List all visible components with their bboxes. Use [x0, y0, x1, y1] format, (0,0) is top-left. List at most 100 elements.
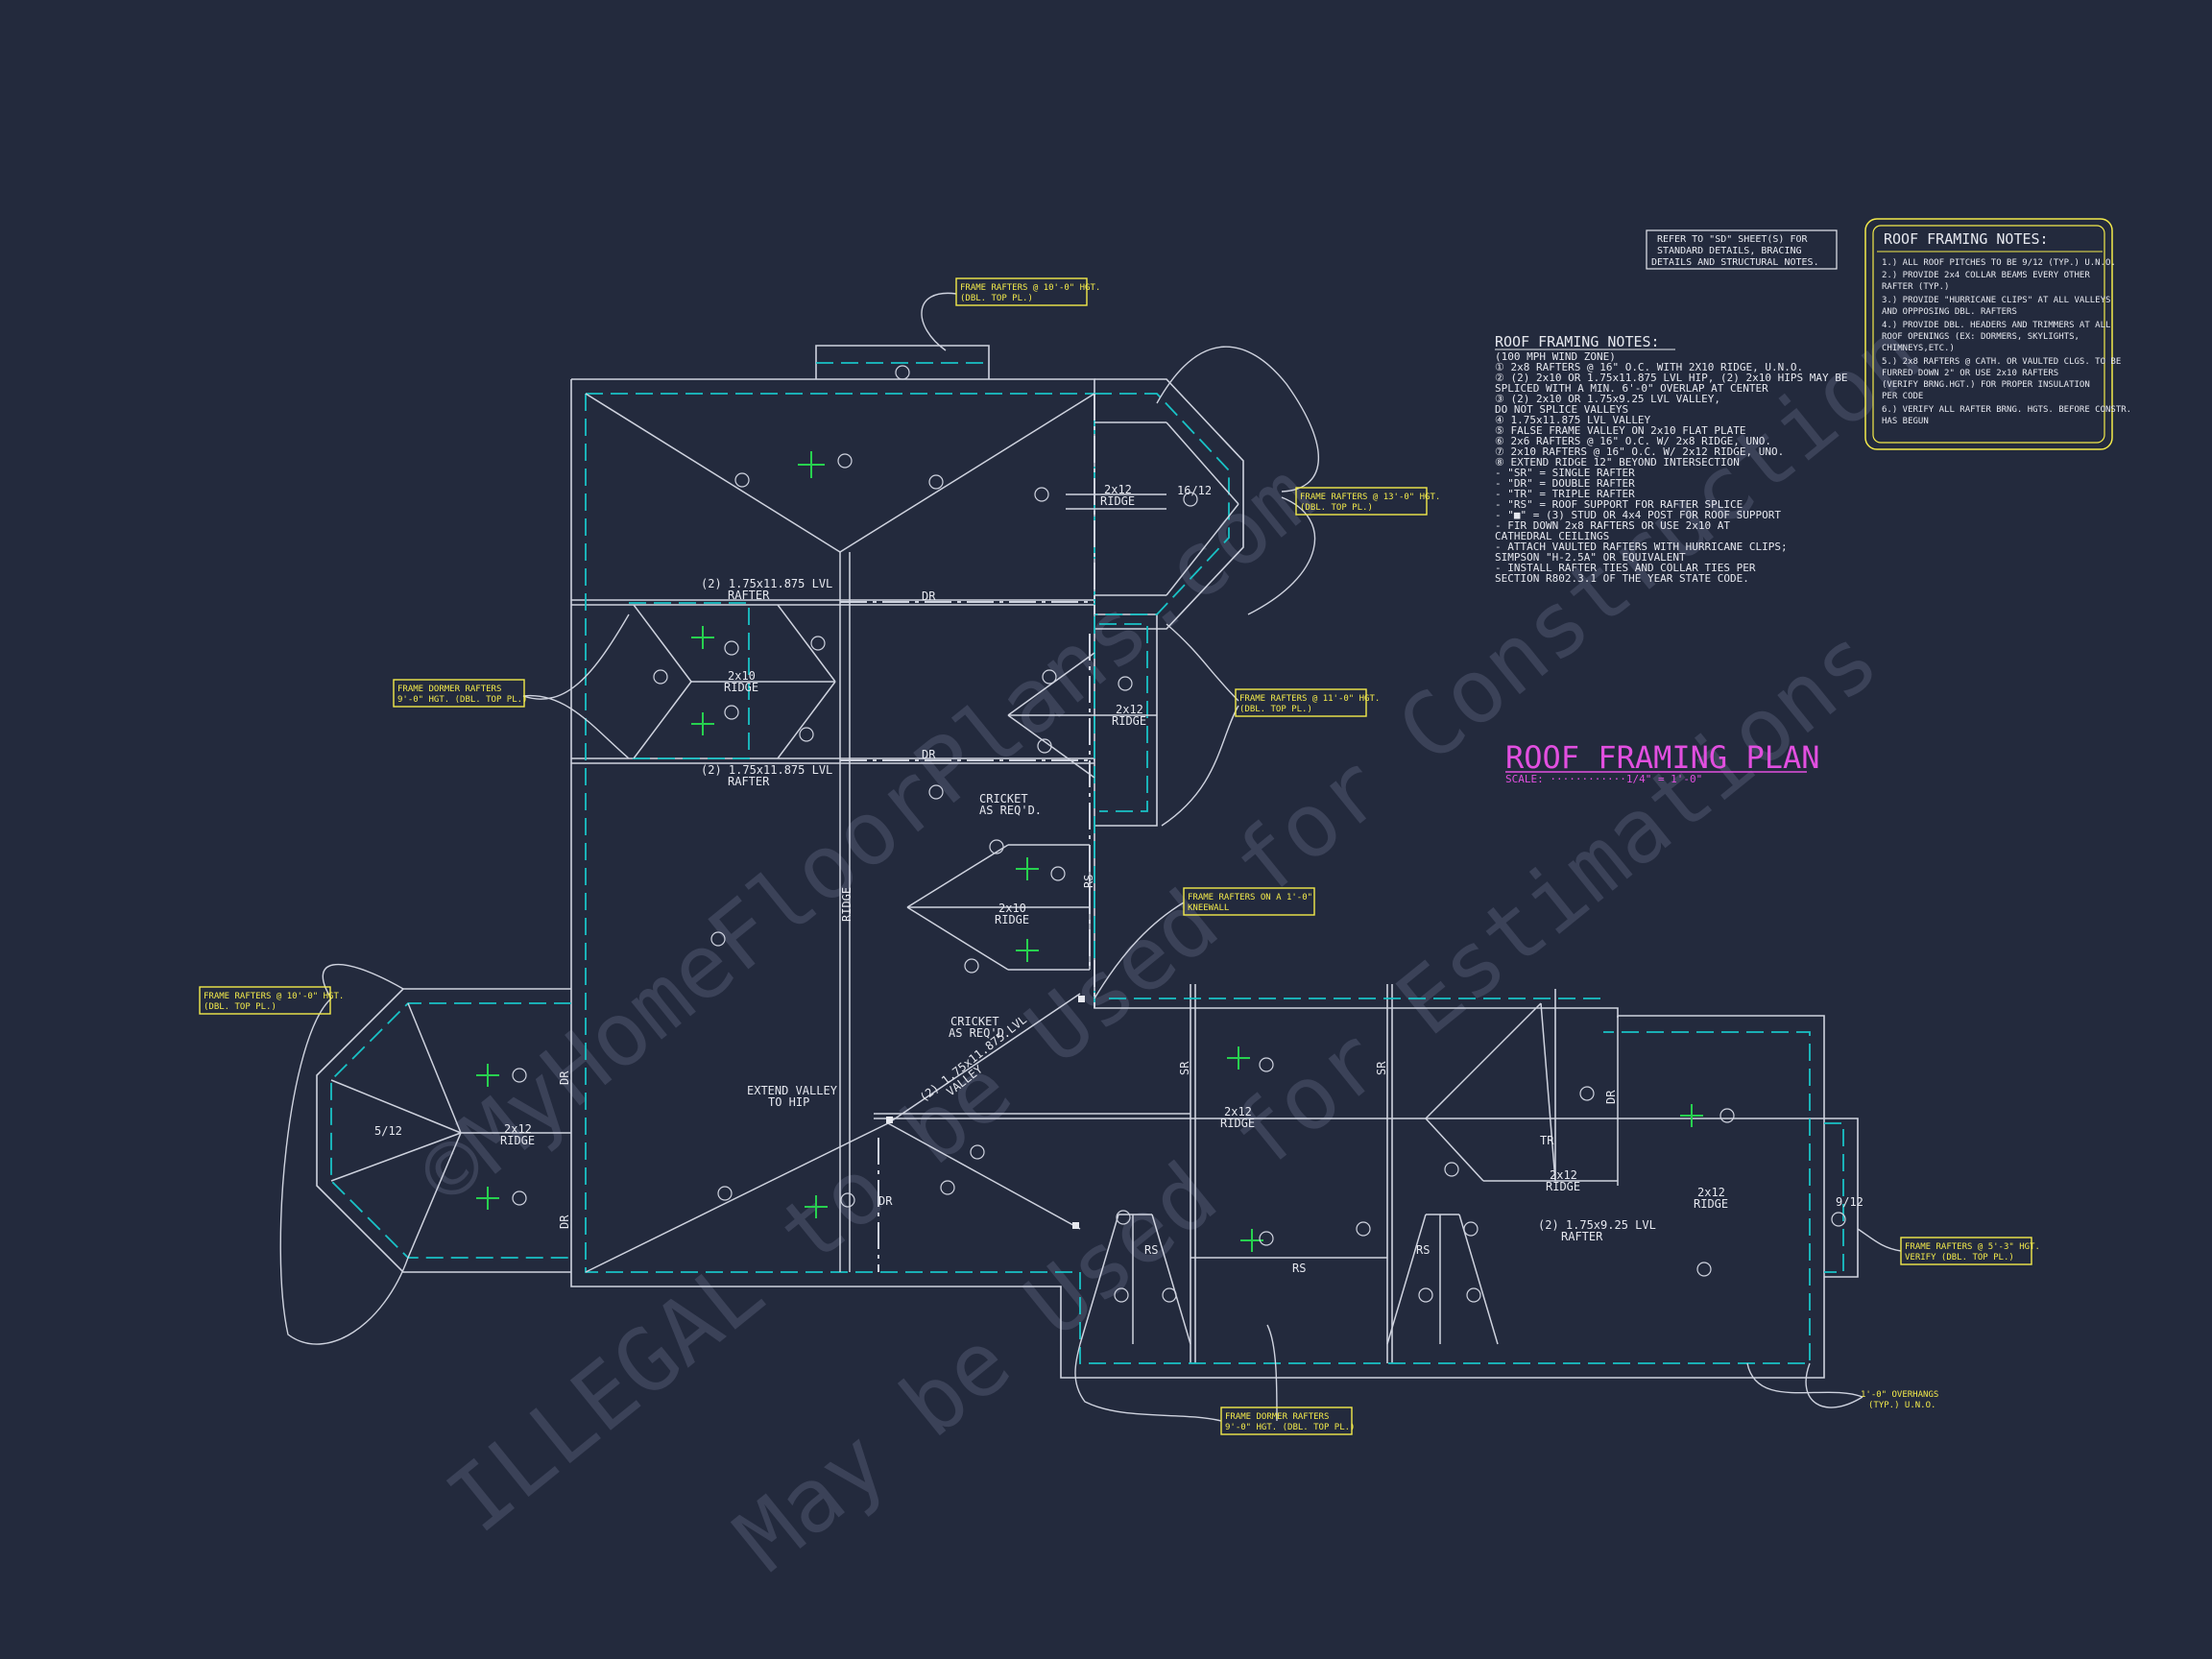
label-lvl-925: (2) 1.75x9.25 LVL	[1538, 1218, 1656, 1232]
label-dr-mid: DR	[922, 748, 936, 761]
notes-right-line: RAFTER (TYP.)	[1882, 282, 1949, 292]
notes-right-title: ROOF FRAMING NOTES:	[1884, 230, 2049, 248]
callout-line-2: 9'-0" HGT. (DBL. TOP PL.)	[397, 695, 527, 705]
label-rs-vertical: RS	[1082, 875, 1095, 888]
label-ridge-mid: RIDGE	[1112, 714, 1146, 728]
label-2x12-west: 2x12	[504, 1122, 532, 1136]
notes-left-line: CATHEDRAL CEILINGS	[1495, 530, 1609, 542]
notes-right-line: AND OPPPOSING DBL. RAFTERS	[1882, 307, 2017, 317]
refer-line: DETAILS AND STRUCTURAL NOTES.	[1651, 257, 1819, 268]
notes-left-line: - INSTALL RAFTER TIES AND COLLAR TIES PE…	[1495, 562, 1756, 574]
leader-lines	[279, 292, 1902, 1422]
notes-left-line: - "DR" = DOUBLE RAFTER	[1495, 477, 1635, 490]
callout-line-1: FRAME RAFTERS @ 11'-0" HGT.	[1239, 694, 1380, 704]
notes-left-line: - ATTACH VAULTED RAFTERS WITH HURRICANE …	[1495, 541, 1788, 553]
notes-left-line: ④ 1.75x11.875 LVL VALLEY	[1495, 414, 1651, 426]
callout-line-2: (DBL. TOP PL.)	[204, 1002, 276, 1012]
label-dr-west-1: DR	[558, 1070, 571, 1085]
label-rafter-bottom: RAFTER	[728, 775, 770, 788]
label-ridge-center: RIDGE	[1220, 1117, 1255, 1130]
label-sr-1: SR	[1178, 1061, 1191, 1075]
roof-framing-notes-general: ROOF FRAMING NOTES: (100 MPH WIND ZONE) …	[1495, 333, 1847, 585]
notes-right-line: 3.) PROVIDE "HURRICANE CLIPS" AT ALL VAL…	[1882, 296, 2110, 305]
notes-left-line: ③ (2) 2x10 OR 1.75x9.25 LVL VALLEY,	[1495, 393, 1720, 405]
label-lvl-bottom: (2) 1.75x11.875 LVL	[701, 763, 832, 777]
label-ridge-east-wing: RIDGE	[1694, 1197, 1728, 1211]
label-lvl-top: (2) 1.75x11.875 LVL	[701, 577, 832, 590]
notes-left-line: - "■" = (3) STUD OR 4x4 POST FOR ROOF SU…	[1495, 509, 1781, 521]
double-rafter-lines	[840, 394, 1095, 1272]
callout-line-2: 9'-0" HGT. (DBL. TOP PL.)	[1225, 1423, 1355, 1432]
label-rs-right: RS	[1416, 1243, 1430, 1257]
label-2x12-east-wing: 2x12	[1697, 1186, 1725, 1199]
notes-right-line: (VERIFY BRNG.HGT.) FOR PROPER INSULATION	[1882, 380, 2090, 390]
notes-right-line: 6.) VERIFY ALL RAFTER BRNG. HGTS. BEFORE…	[1882, 405, 2131, 415]
callout-dormer-south: FRAME DORMER RAFTERS 9'-0" HGT. (DBL. TO…	[1220, 1407, 1355, 1435]
label-dr-top: DR	[922, 589, 936, 603]
label-cricket-2b: AS REQ'D.	[949, 1026, 1011, 1040]
callout-line-1: FRAME RAFTERS @ 5'-3" HGT.	[1905, 1242, 2040, 1252]
label-2x12-mid: 2x12	[1116, 703, 1143, 716]
label-2x12-garage: 2x12	[1550, 1168, 1577, 1182]
callout-overhangs: 1'-0" OVERHANGS (TYP.) U.N.O.	[1861, 1390, 1938, 1410]
label-2x12-center: 2x12	[1224, 1105, 1252, 1118]
notes-left-line: (100 MPH WIND ZONE)	[1495, 350, 1616, 363]
label-dr-garage: DR	[1604, 1090, 1618, 1104]
callout-west-bay: FRAME RAFTERS @ 10'-0" HGT. (DBL. TOP PL…	[199, 986, 344, 1015]
label-cricket-1b: AS REQ'D.	[979, 804, 1042, 817]
notes-left-line: ⑦ 2x10 RAFTERS @ 16" O.C. W/ 2x12 RIDGE,…	[1495, 445, 1784, 458]
callout-line-1: FRAME RAFTERS @ 13'-0" HGT.	[1300, 493, 1440, 502]
callout-east-mid: FRAME RAFTERS @ 11'-0" HGT. (DBL. TOP PL…	[1235, 688, 1380, 717]
notes-right-line: 1.) ALL ROOF PITCHES TO BE 9/12 (TYP.) U…	[1882, 258, 2116, 268]
label-dr-south: DR	[878, 1194, 893, 1208]
label-sr-2: SR	[1375, 1061, 1388, 1075]
notes-left-title: ROOF FRAMING NOTES:	[1495, 333, 1660, 350]
label-ridge-vertical: RIDGE	[840, 887, 854, 922]
notes-left-line: ⑥ 2x6 RAFTERS @ 16" O.C. W/ 2x8 RIDGE, U…	[1495, 435, 1771, 447]
callout-line-1: FRAME RAFTERS ON A 1'-0"	[1188, 893, 1312, 902]
callout-line-1: 1'-0" OVERHANGS	[1861, 1390, 1938, 1400]
label-rafter-top: RAFTER	[728, 589, 770, 602]
label-dr-west-2: DR	[558, 1214, 571, 1229]
label-ridge-west: RIDGE	[500, 1134, 535, 1147]
notes-left-line: SECTION R802.3.1 OF THE YEAR STATE CODE.	[1495, 572, 1749, 585]
notes-left-line: SIMPSON "H-2.5A" OR EQUIVALENT	[1495, 551, 1686, 564]
plan-scale: SCALE: ············1/4" = 1'-0"	[1505, 773, 1702, 785]
watermark-line-1: ©MyHomeFloorPlans.com	[400, 444, 1333, 1226]
callout-line-2: (DBL. TOP PL.)	[960, 294, 1033, 303]
notes-left-line: - "TR" = TRIPLE RAFTER	[1495, 488, 1635, 500]
notes-left-line: ② (2) 2x10 OR 1.75x11.875 LVL HIP, (2) 2…	[1495, 372, 1847, 384]
notes-left-line: SPLICED WITH A MIN. 6'-0" OVERLAP AT CEN…	[1495, 382, 1768, 395]
roof-framing-lines	[330, 393, 1619, 1345]
notes-left-line: - FIR DOWN 2x8 RAFTERS OR USE 2x10 AT	[1495, 519, 1730, 532]
callout-line-2: VERIFY (DBL. TOP PL.)	[1905, 1253, 2014, 1262]
label-ridge-east: RIDGE	[1100, 494, 1135, 508]
label-pitch-512-a: 5/12	[374, 1124, 402, 1138]
callout-line-1: FRAME DORMER RAFTERS	[397, 685, 501, 694]
label-cricket-1a: CRICKET	[979, 792, 1028, 805]
notes-left-line: ⑤ FALSE FRAME VALLEY ON 2x10 FLAT PLATE	[1495, 424, 1746, 437]
refer-line: STANDARD DETAILS, BRACING	[1657, 246, 1802, 256]
callout-line-2: (DBL. TOP PL.)	[1300, 503, 1373, 513]
callout-line-1: FRAME RAFTERS @ 10'-0" HGT.	[960, 283, 1100, 293]
notes-left-line: ① 2x8 RAFTERS @ 16" O.C. WITH 2X10 RIDGE…	[1495, 361, 1803, 373]
notes-right-line: ROOF OPENINGS (EX: DORMERS, SKYLIGHTS,	[1882, 332, 2080, 342]
label-ridge-dormer: RIDGE	[724, 681, 758, 694]
label-rs-center: RS	[1292, 1262, 1306, 1275]
label-2x10-dormer: 2x10	[728, 669, 756, 683]
notes-left-line: DO NOT SPLICE VALLEYS	[1495, 403, 1628, 416]
label-pitch-1612: 16/12	[1177, 484, 1212, 497]
label-cricket-2a: CRICKET	[950, 1015, 999, 1028]
watermark: ©MyHomeFloorPlans.com ILLEGAL to be Used…	[400, 301, 1940, 1591]
callouts: FRAME RAFTERS @ 10'-0" HGT. (DBL. TOP PL…	[199, 277, 2040, 1435]
label-ridge-south: RIDGE	[995, 913, 1029, 926]
notes-left-line: - "SR" = SINGLE RAFTER	[1495, 467, 1635, 479]
plan-title-block: ROOF FRAMING PLAN SCALE: ············1/4…	[1505, 739, 1820, 785]
label-pitch-912: 9/12	[1836, 1195, 1863, 1209]
label-ridge-garage: RIDGE	[1546, 1180, 1580, 1193]
note-number-bubbles	[512, 365, 1846, 1303]
post-markers	[886, 996, 1085, 1229]
refer-line: REFER TO "SD" SHEET(S) FOR	[1657, 234, 1809, 245]
label-2x10-south: 2x10	[998, 902, 1026, 915]
callout-line-2: (TYP.) U.N.O.	[1868, 1401, 1936, 1410]
